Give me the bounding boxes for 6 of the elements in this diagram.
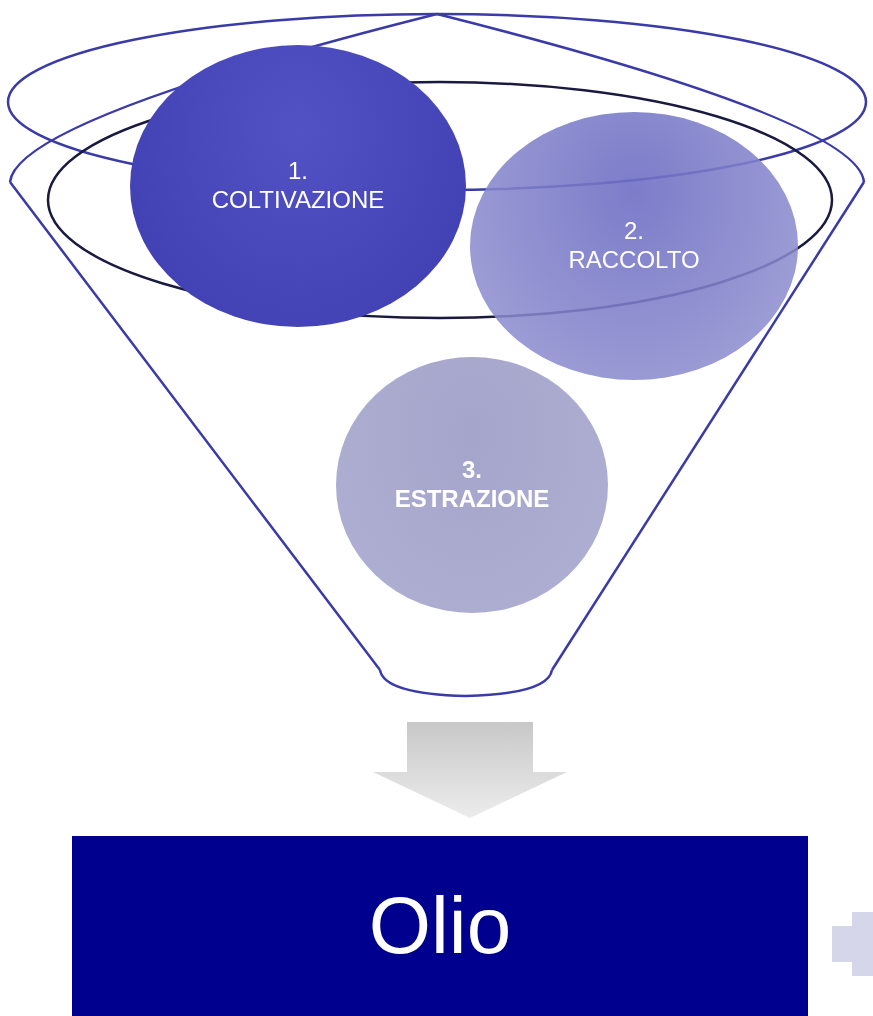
step-label: 2. RACCOLTO (567, 217, 701, 275)
result-label: Olio (368, 880, 512, 972)
arrow (373, 722, 567, 818)
result-box (72, 836, 808, 1016)
step-label: 1. COLTIVAZIONE (210, 157, 386, 215)
step-label: 3. ESTRAZIONE (393, 456, 551, 514)
